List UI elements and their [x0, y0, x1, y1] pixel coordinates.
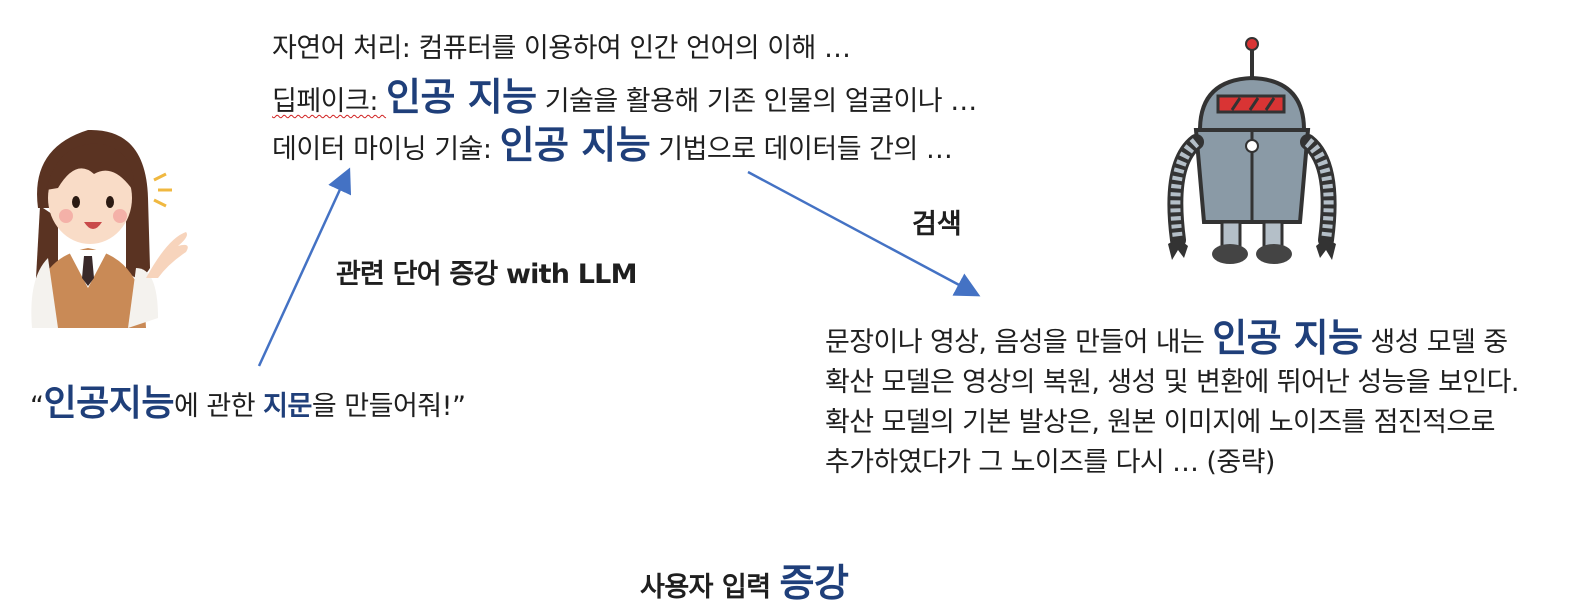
doc-line-3: 데이터 마이닝 기술: 인공 지능 기법으로 데이터들 간의 … — [272, 114, 953, 169]
user-query: “인공지능에 관한 지문을 만들어줘!” — [30, 374, 466, 426]
search-label: 검색 — [912, 209, 962, 240]
doc-line-3-keyword: 인공 지능 — [499, 123, 651, 167]
person-presenting-icon — [31, 129, 188, 328]
doc-line-3-suffix: 기법으로 데이터들 간의 … — [650, 134, 953, 165]
doc-line-2-suffix: 기술을 활용해 기존 인물의 얼굴이나 … — [536, 86, 978, 117]
doc-line-2-prefix: 딥페이크: — [272, 86, 387, 117]
user-query-keyword-2: 지문 — [263, 391, 312, 422]
doc-line-3-prefix: 데이터 마이닝 기술: — [272, 134, 500, 165]
passage-line-1-post: 생성 모델 중 — [1362, 327, 1508, 358]
search-arrow — [747, 170, 981, 297]
caption-keyword: 증강 — [779, 561, 849, 605]
robot-icon — [1167, 37, 1337, 264]
doc-line-1-text: 자연어 처리: 컴퓨터를 이용하여 인간 언어의 이해 … — [272, 33, 851, 64]
doc-line-2-keyword: 인공 지능 — [386, 75, 537, 119]
caption: 사용자 입력 증강 — [640, 552, 849, 607]
passage-line-1-pre: 문장이나 영상, 음성을 만들어 내는 — [825, 327, 1213, 358]
doc-line-1: 자연어 처리: 컴퓨터를 이용하여 인간 언어의 이해 … — [272, 26, 851, 65]
retrieved-passage: 문장이나 영상, 음성을 만들어 내는 인공 지능 생성 모델 중 확산 모델은… — [825, 318, 1565, 483]
user-query-mid: 에 관한 — [173, 391, 264, 422]
user-query-keyword-1: 인공지능 — [43, 383, 175, 424]
augment-label: 관련 단어 증강 with LLM — [336, 259, 637, 290]
doc-line-2: 딥페이크: 인공 지능 기술을 활용해 기존 인물의 얼굴이나 … — [272, 66, 977, 121]
retrieved-passage-line-2: 확산 모델은 영상의 복원, 생성 및 변환에 뛰어난 성능을 보인다. — [825, 367, 1519, 398]
augment-arrow — [257, 167, 352, 367]
retrieved-passage-line-1: 문장이나 영상, 음성을 만들어 내는 인공 지능 생성 모델 중 — [825, 318, 1565, 363]
passage-keyword: 인공 지능 — [1212, 316, 1363, 360]
retrieved-passage-line-4: 추가하였다가 그 노이즈를 다시 … (중략) — [825, 447, 1275, 478]
caption-text: 사용자 입력 — [640, 572, 780, 603]
user-query-end: 을 만들어줘!” — [311, 391, 466, 422]
retrieved-passage-line-3: 확산 모델의 기본 발상은, 원본 이미지에 노이즈를 점진적으로 — [825, 407, 1495, 438]
user-query-open-quote: “ — [30, 391, 44, 422]
